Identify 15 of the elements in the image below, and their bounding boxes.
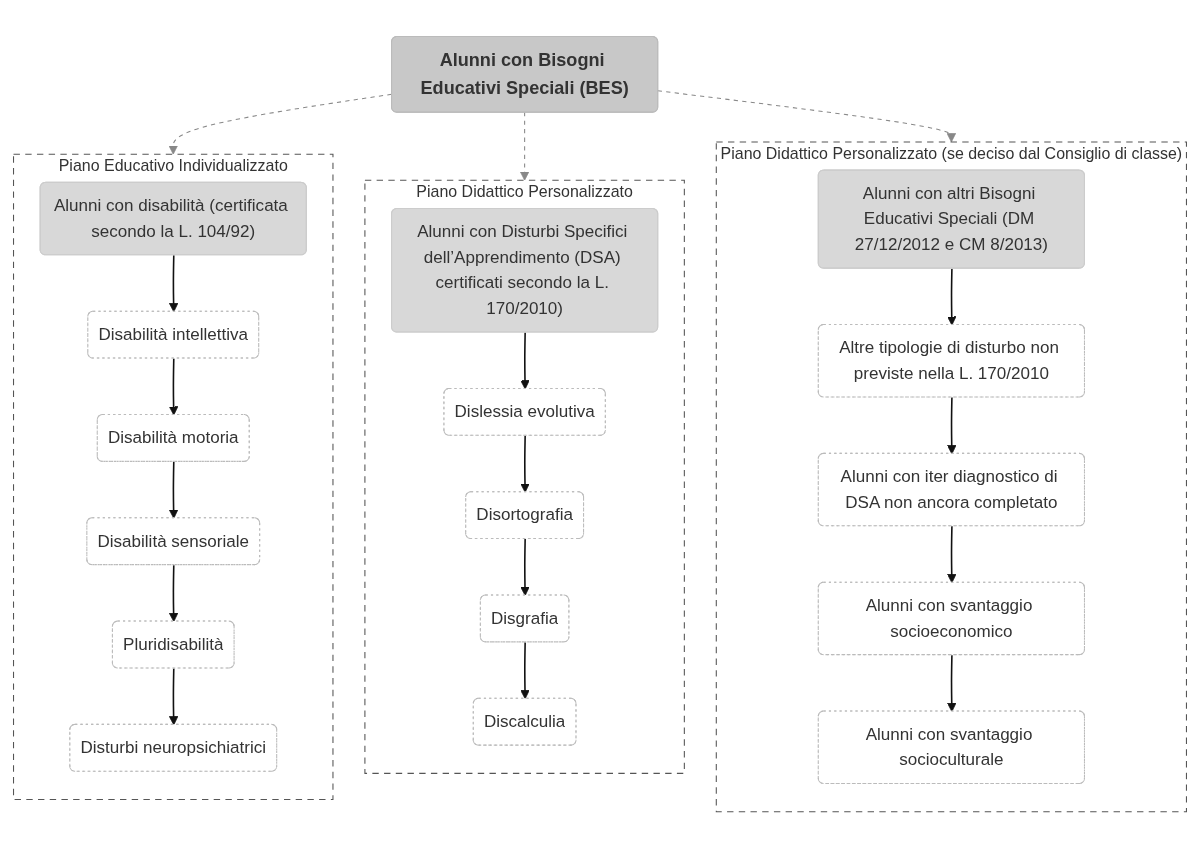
arrow — [168, 667, 179, 726]
arrow — [947, 654, 957, 712]
arrow — [520, 641, 530, 700]
arrow — [947, 396, 957, 455]
arrow — [168, 564, 179, 622]
arrow — [947, 525, 957, 584]
arrow — [947, 267, 957, 326]
arrow — [168, 461, 179, 519]
arrow — [519, 111, 530, 181]
arrow — [657, 90, 957, 143]
arrow — [520, 331, 530, 390]
arrow — [168, 254, 179, 313]
arrow — [520, 434, 530, 493]
arrow — [520, 538, 530, 596]
arrow — [168, 357, 179, 416]
